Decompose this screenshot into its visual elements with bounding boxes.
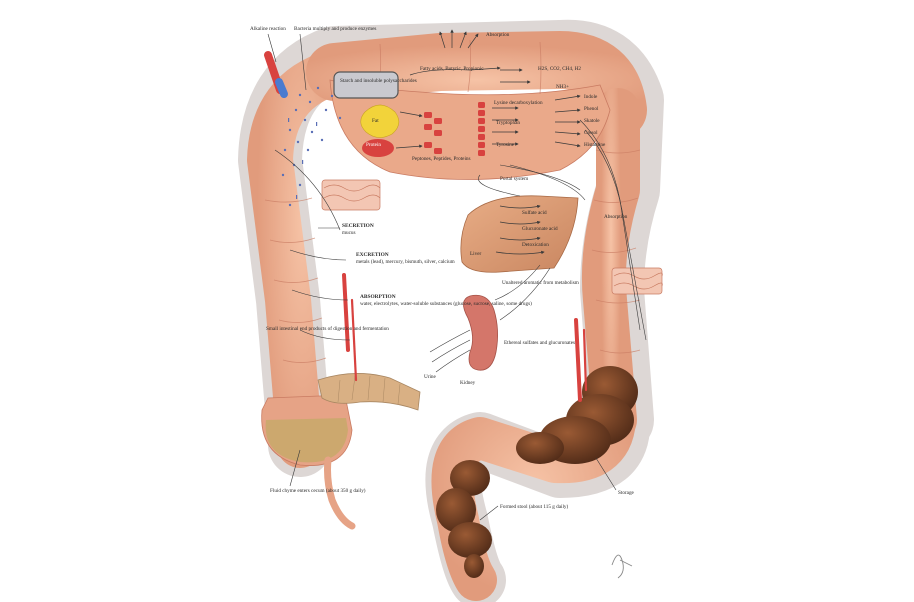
absorption-arrows-top <box>395 29 581 149</box>
storage-label: Storage <box>618 490 635 496</box>
indole-label: Indole <box>584 94 598 100</box>
protein-blob: Protein <box>362 139 394 157</box>
appendix <box>324 456 356 530</box>
descending-colon <box>581 88 640 442</box>
peptide-chains <box>424 102 485 156</box>
liver-arrows <box>495 204 545 255</box>
ethereal-label: Ethereal sulfates and glucuronates <box>504 339 575 346</box>
alkaline-label: Alkaline reaction <box>250 26 286 32</box>
absorption-label: ABSORPTION <box>360 294 396 300</box>
svg-text:Protein: Protein <box>366 142 381 148</box>
artist-signature <box>611 554 633 579</box>
fat-blob: Fat <box>360 104 400 138</box>
histamine-label: Histamine <box>584 142 606 148</box>
urine-label: Urine <box>424 374 437 380</box>
transverse-bulge <box>329 79 611 180</box>
absorption-top-label: Absorption <box>486 32 510 38</box>
kidney <box>463 294 498 371</box>
unaltered-label: Unaltered aromatic from metabolism <box>502 279 579 286</box>
lysine-label: Lysine decarboxylation <box>494 100 543 106</box>
excretion-label: EXCRETION <box>356 252 389 258</box>
fluid-chyme <box>265 418 348 463</box>
haustra <box>264 39 641 363</box>
formed-stool-label: Formed stool (about 115 g daily) <box>500 503 569 510</box>
absorption-detail: water, electrolytes, water-soluble subst… <box>360 300 532 307</box>
starch-label: Starch and insoluble polysaccharides <box>340 78 417 84</box>
sulfate-label: Sulfate acid <box>522 209 547 216</box>
tyrosine-label: Tyrosine <box>496 142 515 148</box>
absorption-right-label: Absorption <box>604 214 628 220</box>
mucosa-inset-right <box>611 267 663 295</box>
small-intestine-label: Small intestinal end products of digesti… <box>266 325 389 332</box>
mucosa-inset-left <box>321 179 381 211</box>
labels: Alkaline reaction Bacteria multiply and … <box>250 26 635 521</box>
gases-label: H2S, CO2, CH4, H2 <box>538 66 581 72</box>
mucus-label: mucus <box>342 230 356 236</box>
portal-label: Portal system <box>500 176 528 182</box>
glucuronate-label: Glucuronate acid <box>522 226 558 232</box>
peptones-label: Peptones, Peptides, Proteins <box>412 156 471 162</box>
portal-pathways <box>274 119 647 373</box>
feces <box>436 366 638 578</box>
starch-box <box>333 71 399 99</box>
phenol-label: Phenol <box>584 106 599 112</box>
kidney-label: Kidney <box>460 380 476 386</box>
detox-label: Detoxication <box>522 242 549 248</box>
liver <box>460 195 579 273</box>
liver-label: Liver <box>470 251 482 257</box>
skatole-label: Skatole <box>584 118 600 124</box>
tryptophan-label: Tryptophan <box>496 120 520 126</box>
absorption-vessels <box>342 273 588 402</box>
bacteria <box>281 86 342 207</box>
secretion-label: SECRETION <box>342 223 374 229</box>
excretion-detail: metals (lead), mercury, bismuth, silver,… <box>356 258 455 265</box>
fluid-chyme-label: Fluid chyme enters cecum (about 350 g da… <box>270 487 366 494</box>
svg-text:Fat: Fat <box>372 118 379 124</box>
nh3-label: NH3+ <box>556 84 569 90</box>
bacteria-label: Bacteria multiply and produce enzymes <box>294 26 376 32</box>
ph-probe <box>264 51 288 98</box>
cresol-label: Cresol <box>584 130 598 136</box>
ileum-stripes <box>337 375 401 405</box>
fatty-acids-label: Fatty acids, Butyric, Propionic <box>420 66 484 72</box>
